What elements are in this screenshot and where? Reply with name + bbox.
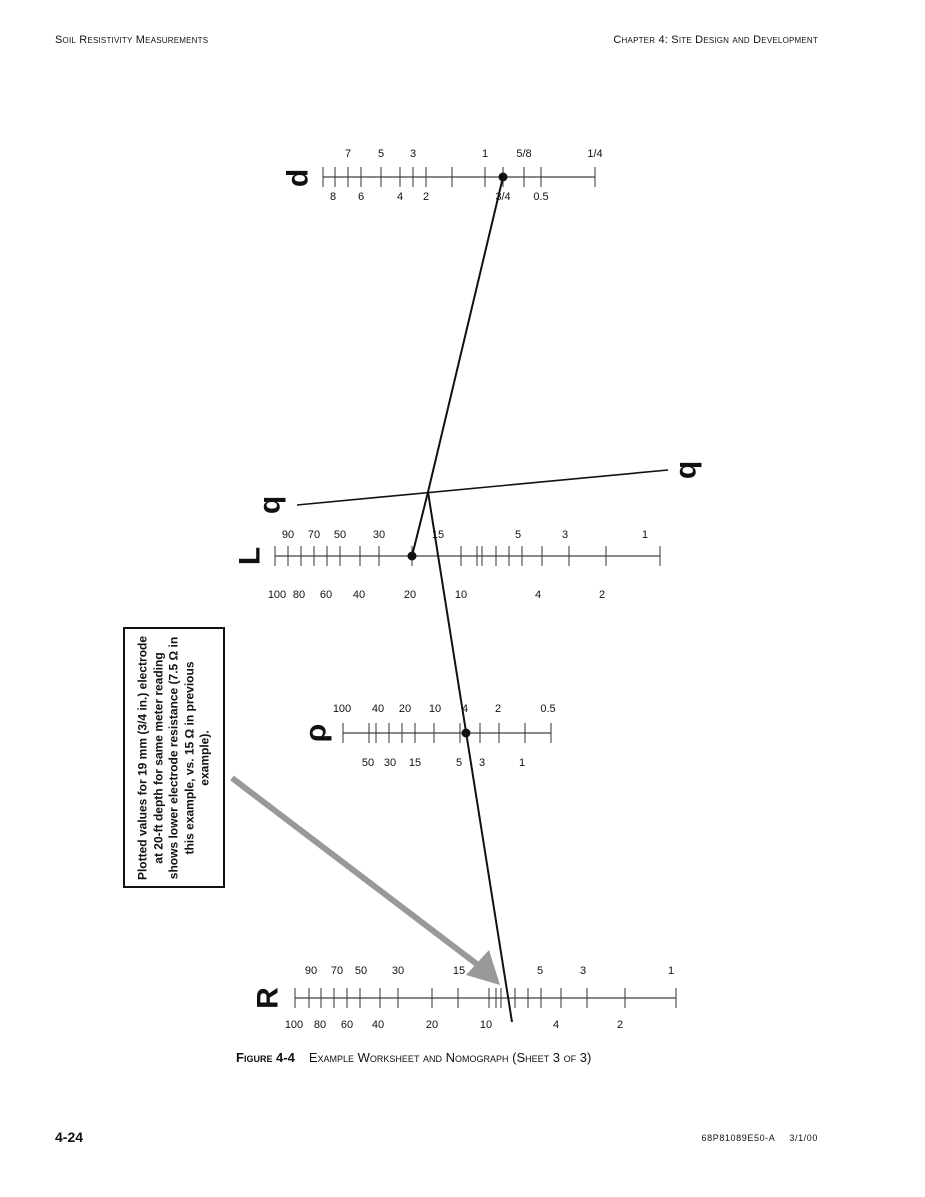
- tick-label-R-top: 3: [580, 965, 586, 977]
- tick-label-d-bottom: 6: [358, 191, 364, 203]
- axis-letter-q-right: q: [670, 461, 703, 479]
- tick-label-d-top: 5/8: [516, 148, 531, 160]
- tick-label-rho-top: 2: [495, 703, 501, 715]
- callout-arrow-head: [466, 950, 500, 985]
- tick-label-L-bottom: 20: [404, 589, 416, 601]
- tick-label-d-bottom: 4: [397, 191, 403, 203]
- plotted-point: [461, 728, 471, 738]
- tick-label-d-bottom: 8: [330, 191, 336, 203]
- tick-label-d-top: 3: [410, 148, 416, 160]
- tick-label-R-bottom: 100: [285, 1019, 303, 1031]
- tick-label-R-bottom: 40: [372, 1019, 384, 1031]
- tick-label-L-bottom: 80: [293, 589, 305, 601]
- tick-label-L-bottom: 40: [353, 589, 365, 601]
- tick-label-R-top: 1: [668, 965, 674, 977]
- tick-label-rho-top: 20: [399, 703, 411, 715]
- tick-label-rho-top: 0.5: [540, 703, 555, 715]
- tick-label-R-bottom: 80: [314, 1019, 326, 1031]
- q-line: [296, 469, 669, 506]
- solution-line-lower: [427, 491, 513, 1023]
- page-number: 4-24: [55, 1129, 84, 1145]
- tick-label-d-top: 7: [345, 148, 351, 160]
- solution-line-upper: [411, 176, 504, 557]
- callout-box: Plotted values for 19 mm (3/4 in.) elect…: [123, 627, 225, 888]
- tick-label-R-top: 50: [355, 965, 367, 977]
- tick-label-L-bottom: 100: [268, 589, 286, 601]
- tick-label-rho-bottom: 30: [384, 757, 396, 769]
- running-header-left: Soil Resistivity Measurements: [55, 34, 209, 46]
- axis-letter-rho: ρ: [300, 724, 333, 743]
- axis-letter-L: L: [234, 547, 267, 565]
- tick-label-L-bottom: 10: [455, 589, 467, 601]
- tick-label-rho-bottom: 3: [479, 757, 485, 769]
- tick-label-d-top: 1: [482, 148, 488, 160]
- tick-label-d-bottom: 0.5: [533, 191, 548, 203]
- tick-label-d-top: 5: [378, 148, 384, 160]
- tick-label-L-top: 50: [334, 529, 346, 541]
- axis-letter-q-left: q: [254, 496, 287, 514]
- tick-label-rho-bottom: 5: [456, 757, 462, 769]
- tick-label-R-top: 15: [453, 965, 465, 977]
- tick-label-R-top: 5: [537, 965, 543, 977]
- tick-label-L-top: 3: [562, 529, 568, 541]
- tick-label-L-top: 30: [373, 529, 385, 541]
- tick-label-rho-bottom: 15: [409, 757, 421, 769]
- tick-label-L-top: 70: [308, 529, 320, 541]
- callout-arrow-shaft: [230, 775, 484, 971]
- tick-label-L-top: 90: [282, 529, 294, 541]
- tick-label-L-bottom: 4: [535, 589, 541, 601]
- tick-label-R-bottom: 10: [480, 1019, 492, 1031]
- doc-date: 3/1/00: [789, 1133, 818, 1143]
- callout-text: Plotted values for 19 mm (3/4 in.) elect…: [135, 635, 212, 880]
- running-header-right: Chapter 4: Site Design and Development: [613, 34, 818, 46]
- plotted-point: [498, 172, 508, 182]
- plotted-point: [407, 551, 417, 561]
- tick-label-rho-bottom: 50: [362, 757, 374, 769]
- tick-label-d-bottom: 2: [423, 191, 429, 203]
- figure-title: Example Worksheet and Nomograph (Sheet 3…: [308, 1050, 592, 1065]
- doc-number: 68P81089E50-A: [701, 1133, 776, 1143]
- tick-label-L-bottom: 2: [599, 589, 605, 601]
- tick-label-R-bottom: 2: [617, 1019, 623, 1031]
- tick-label-L-top: 1: [642, 529, 648, 541]
- tick-label-rho-top: 4: [462, 703, 468, 715]
- tick-label-R-bottom: 20: [426, 1019, 438, 1031]
- axis-letter-d: d: [282, 169, 315, 187]
- tick-label-rho-top: 100: [333, 703, 351, 715]
- tick-label-R-bottom: 60: [341, 1019, 353, 1031]
- tick-label-R-top: 70: [331, 965, 343, 977]
- tick-label-rho-bottom: 1: [519, 757, 525, 769]
- tick-label-R-top: 90: [305, 965, 317, 977]
- tick-label-rho-top: 10: [429, 703, 441, 715]
- tick-label-L-bottom: 60: [320, 589, 332, 601]
- figure-number: Figure 4-4: [236, 1050, 295, 1065]
- tick-label-R-bottom: 4: [553, 1019, 559, 1031]
- tick-label-L-top: 5: [515, 529, 521, 541]
- tick-label-rho-top: 40: [372, 703, 384, 715]
- document-id: 68P81089E50-A 3/1/00: [688, 1133, 818, 1143]
- tick-label-R-top: 30: [392, 965, 404, 977]
- tick-label-d-top: 1/4: [587, 148, 602, 160]
- figure-caption: Figure 4-4 Example Worksheet and Nomograp…: [236, 1050, 591, 1065]
- axis-letter-R: R: [252, 987, 285, 1009]
